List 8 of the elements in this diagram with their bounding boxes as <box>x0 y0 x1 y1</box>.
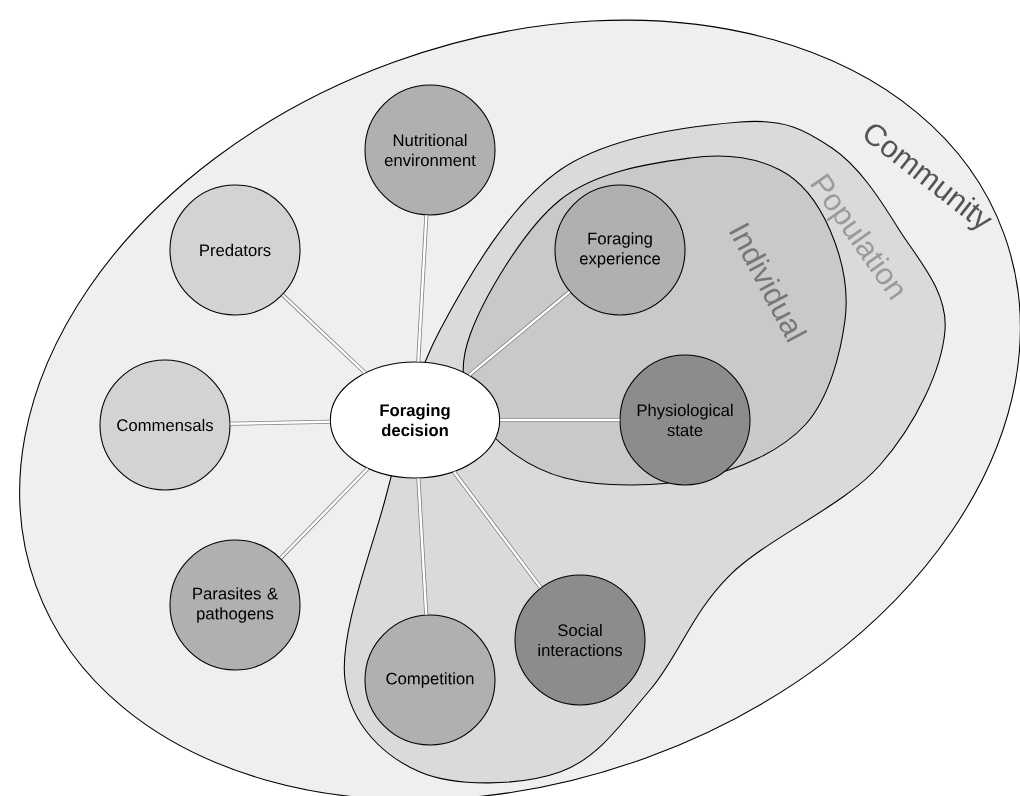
connector <box>452 470 543 589</box>
connector <box>279 467 370 560</box>
connector <box>500 418 620 422</box>
connector <box>230 419 330 426</box>
connector <box>468 290 571 377</box>
connector <box>281 293 367 375</box>
connector <box>416 478 429 615</box>
connector <box>416 215 429 362</box>
